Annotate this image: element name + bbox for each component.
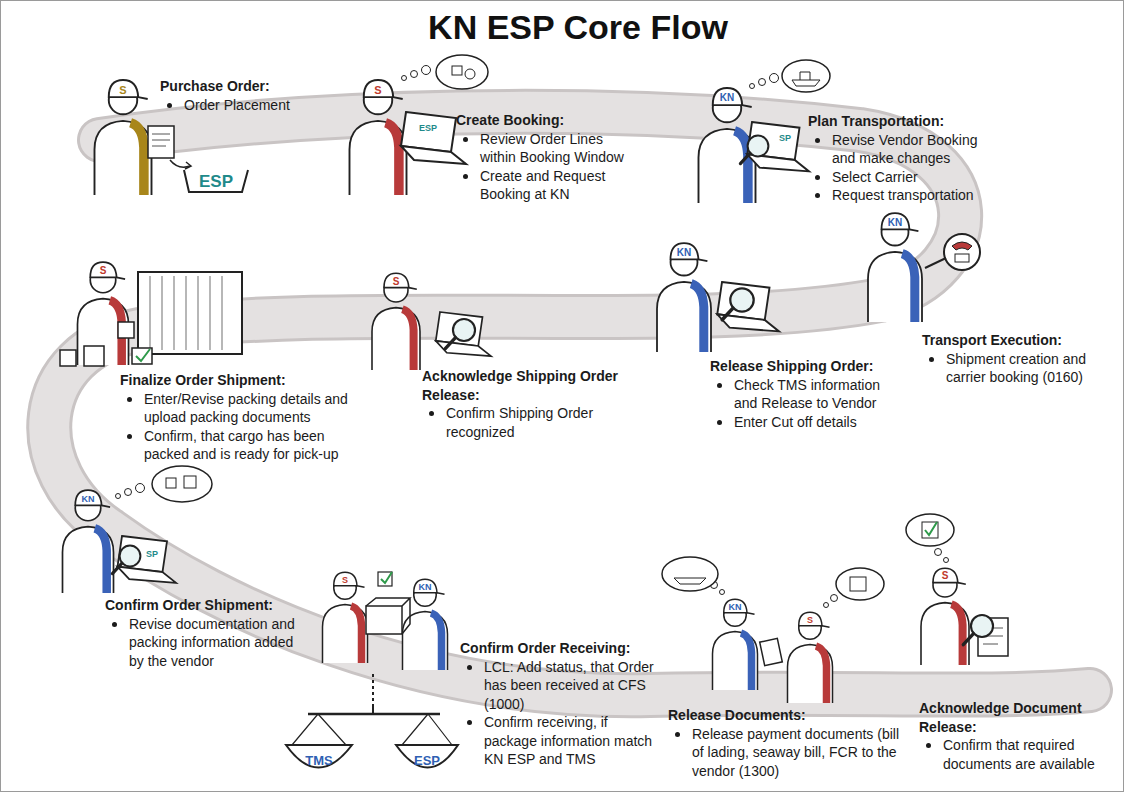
step-heading: Finalize Order Shipment:	[120, 371, 360, 390]
step-node: Transport Execution:Shipment creation an…	[922, 331, 1114, 387]
bullet-dot	[112, 622, 117, 627]
figure-label: ESP	[199, 173, 233, 190]
bullet-item: Confirm receiving, if package informatio…	[460, 713, 660, 769]
bullet-dot	[429, 411, 434, 416]
bullet-dot	[675, 732, 680, 737]
figure-label: S	[100, 266, 107, 276]
bullet-text: Confirm that required documents are avai…	[943, 736, 1114, 773]
figure-label: ESP	[419, 124, 437, 133]
diagram-title: KN ESP Core Flow	[0, 8, 1124, 47]
bullet-text: Revise Vendor Booking and make changes	[832, 131, 998, 168]
bullet-item: Shipment creation and carrier booking (0…	[922, 350, 1114, 387]
figure-label: SP	[779, 134, 791, 143]
step-node: Finalize Order Shipment:Enter/Revise pac…	[120, 371, 360, 464]
figure-label: S	[342, 576, 348, 585]
bullet-text: Create and Request Booking at KN	[480, 167, 642, 204]
bullet-dot	[929, 357, 934, 362]
bullet-item: Enter/Revise packing details and upload …	[120, 390, 360, 427]
bullet-text: Revise documentation and packing informa…	[129, 615, 305, 671]
bullet-text: Request transportation	[832, 186, 998, 205]
bullet-item: Enter Cut off details	[710, 413, 900, 432]
step-heading: Create Booking:	[456, 111, 642, 130]
bullet-item: Order Placement	[160, 96, 320, 115]
bullet-text: Shipment creation and carrier booking (0…	[946, 350, 1114, 387]
bullet-dot	[815, 175, 820, 180]
figure-label: KN	[720, 93, 734, 103]
bullet-item: LCL: Add status, that Order has been rec…	[460, 658, 660, 714]
bullet-text: Confirm receiving, if package informatio…	[484, 713, 660, 769]
step-node: Acknowledge Document Release:Confirm tha…	[919, 699, 1114, 773]
figure-label: ESP	[414, 754, 440, 767]
bullet-dot	[127, 434, 132, 439]
bullet-item: Request transportation	[808, 186, 998, 205]
bullet-dot	[467, 665, 472, 670]
bullet-item: Review Order Lines within Booking Window	[456, 130, 642, 167]
step-heading: Purchase Order:	[160, 77, 320, 96]
figure-label: KN	[888, 218, 902, 228]
bullet-dot	[717, 383, 722, 388]
bullet-dot	[167, 103, 172, 108]
bullet-dot	[815, 138, 820, 143]
step-heading: Acknowledge Document Release:	[919, 699, 1114, 736]
figure-label: S	[374, 85, 381, 96]
title-text: KN ESP Core Flow	[428, 8, 728, 46]
step-node: Confirm Order Shipment:Revise documentat…	[105, 596, 305, 670]
bullet-item: Select Carrier	[808, 168, 998, 187]
step-node: Release Documents:Release payment docume…	[668, 706, 913, 780]
bullet-item: Revise Vendor Booking and make changes	[808, 131, 998, 168]
bullet-item: Revise documentation and packing informa…	[105, 615, 305, 671]
bullet-dot	[463, 174, 468, 179]
bullet-dot	[926, 743, 931, 748]
figure-label: SP	[146, 550, 158, 559]
bullet-text: Enter/Revise packing details and upload …	[144, 390, 360, 427]
bullet-dot	[127, 397, 132, 402]
bullet-text: Confirm Shipping Order recognized	[446, 404, 637, 441]
figure-label: KN	[82, 495, 95, 504]
bullet-text: LCL: Add status, that Order has been rec…	[484, 658, 660, 714]
bullet-dot	[467, 720, 472, 725]
step-heading: Acknowledge Shipping Order Release:	[422, 367, 637, 404]
bullet-item: Confirm that required documents are avai…	[919, 736, 1114, 773]
figure-label: S	[393, 277, 400, 287]
figure-label: KN	[729, 603, 742, 612]
bullet-text: Review Order Lines within Booking Window	[480, 130, 642, 167]
figure-label: S	[942, 571, 949, 581]
bullet-item: Release payment documents (bill of ladin…	[668, 725, 913, 781]
bullet-item: Check TMS information and Release to Ven…	[710, 376, 900, 413]
step-node: Confirm Order Receiving:LCL: Add status,…	[460, 639, 660, 769]
step-heading: Transport Execution:	[922, 331, 1114, 350]
bullet-text: Confirm, that cargo has been packed and …	[144, 427, 360, 464]
figure-label: KN	[419, 583, 432, 592]
bullet-item: Confirm, that cargo has been packed and …	[120, 427, 360, 464]
bullet-dot	[717, 420, 722, 425]
step-node: Purchase Order:Order Placement	[160, 77, 320, 114]
bullet-text: Order Placement	[184, 96, 320, 115]
step-node: Plan Transportation:Revise Vendor Bookin…	[808, 112, 998, 205]
figure-label: S	[807, 616, 813, 625]
bullet-text: Check TMS information and Release to Ven…	[734, 376, 900, 413]
step-heading: Confirm Order Shipment:	[105, 596, 305, 615]
figure-label: KN	[677, 248, 691, 258]
step-node: Create Booking:Review Order Lines within…	[456, 111, 642, 204]
step-node: Release Shipping Order:Check TMS informa…	[710, 357, 900, 431]
figure-label: TMS	[305, 754, 332, 767]
step-heading: Release Shipping Order:	[710, 357, 900, 376]
bullet-dot	[815, 193, 820, 198]
step-node: Acknowledge Shipping Order Release:Confi…	[422, 367, 637, 441]
bullet-text: Enter Cut off details	[734, 413, 900, 432]
bullet-item: Confirm Shipping Order recognized	[422, 404, 637, 441]
bullet-text: Select Carrier	[832, 168, 998, 187]
bullet-text: Release payment documents (bill of ladin…	[692, 725, 913, 781]
bullet-dot	[463, 137, 468, 142]
step-heading: Release Documents:	[668, 706, 913, 725]
figure-label: S	[119, 85, 126, 96]
bullet-item: Create and Request Booking at KN	[456, 167, 642, 204]
step-heading: Confirm Order Receiving:	[460, 639, 660, 658]
step-heading: Plan Transportation:	[808, 112, 998, 131]
